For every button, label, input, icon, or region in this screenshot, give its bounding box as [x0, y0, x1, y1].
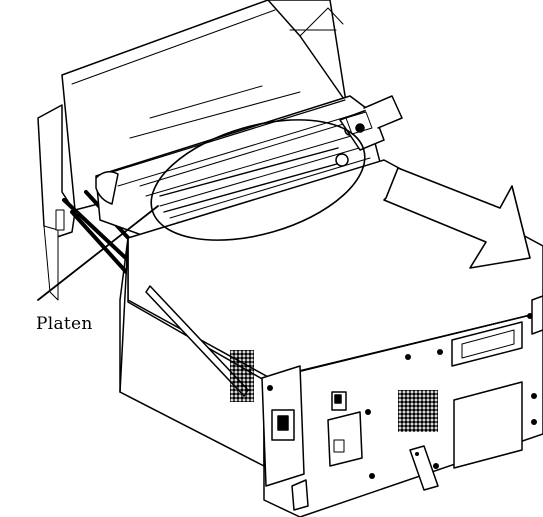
platen-label: Platen	[36, 314, 93, 334]
callout-leader-line	[37, 205, 159, 301]
left-vent	[230, 350, 254, 402]
mechanism-frame	[95, 85, 383, 239]
side-tab	[55, 209, 65, 231]
ground-tag	[409, 445, 439, 491]
direction-arrow	[383, 167, 531, 269]
rear-vent	[398, 390, 438, 432]
platen-roller	[95, 124, 356, 237]
rear-panel	[261, 295, 543, 511]
right-latch	[339, 95, 403, 151]
left-side-panel	[37, 104, 76, 301]
platen-gear	[335, 153, 349, 167]
